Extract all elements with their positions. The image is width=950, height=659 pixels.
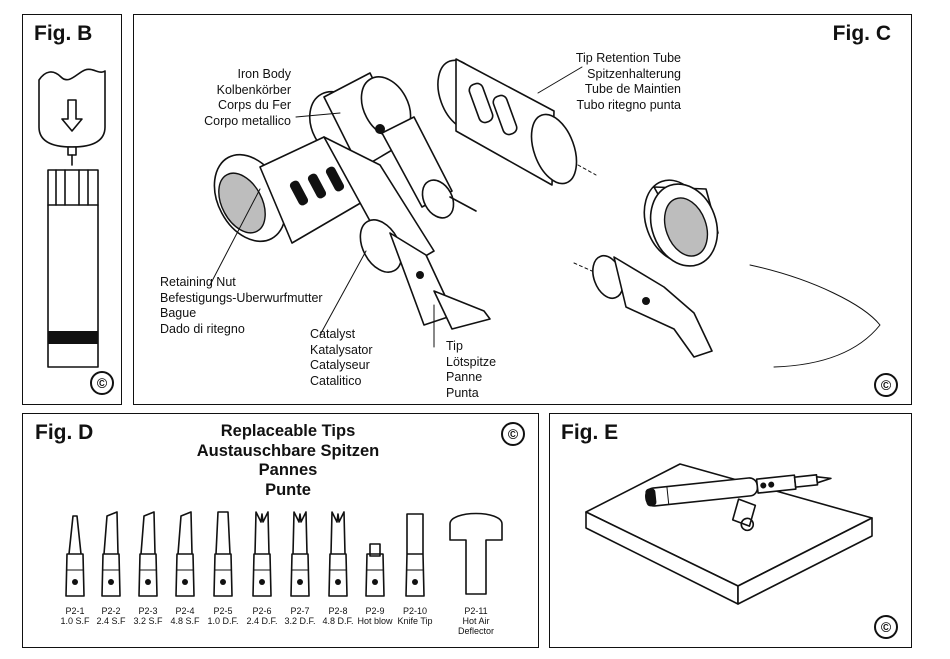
- work-block-right: [737, 517, 873, 605]
- iron-handle: [47, 169, 99, 368]
- tip-p2-4-drawing: [175, 511, 195, 597]
- tip-p2-11-drawing: [449, 512, 503, 595]
- gas-nozzle: [67, 146, 77, 156]
- tip-p2-8-drawing: [328, 511, 348, 597]
- fig-b-panel: Fig. B ©: [22, 14, 122, 405]
- tip-drawing: [573, 254, 881, 368]
- fig-d-title: Fig. D: [35, 421, 94, 444]
- iron-assembly-drawing: [213, 136, 491, 330]
- tip-retention-tube-drawing: [437, 58, 597, 186]
- tip-p2-3-drawing: [138, 511, 158, 597]
- tip-p2-1-drawing: [65, 515, 85, 597]
- tip-p2-10-drawing: [405, 513, 425, 597]
- fig-c-illustration: [209, 58, 881, 368]
- tips-illustration: [65, 511, 503, 597]
- copyright-icon: ©: [90, 371, 114, 395]
- fig-e-illustration: [585, 463, 873, 605]
- down-arrow-icon: [61, 99, 83, 132]
- tip-p2-5-drawing: [213, 511, 233, 597]
- copyright-icon: ©: [501, 422, 525, 446]
- tip-p2-6-drawing: [252, 511, 272, 597]
- gas-can-top: [38, 68, 106, 148]
- tip-p2-9-drawing: [365, 543, 385, 597]
- fig-c-panel: Fig. C: [133, 14, 912, 405]
- tip-p2-2-drawing: [101, 511, 121, 597]
- copyright-icon: ©: [874, 373, 898, 397]
- nut-drawing: [643, 179, 719, 267]
- fig-e-panel: Fig. E ©: [549, 413, 912, 648]
- fig-b-title: Fig. B: [34, 22, 93, 45]
- fig-b-illustration: [38, 68, 106, 368]
- iron-on-block: [644, 474, 832, 532]
- fig-d-panel: Fig. D Replaceable Tips Austauschbare Sp…: [22, 413, 539, 648]
- fig-e-title: Fig. E: [561, 421, 619, 444]
- replaceable-tips-heading: Replaceable Tips Austauschbare Spitzen P…: [196, 422, 380, 499]
- copyright-icon: ©: [874, 615, 898, 639]
- tip-p2-7-drawing: [290, 511, 310, 597]
- fig-c-title: Fig. C: [832, 22, 891, 45]
